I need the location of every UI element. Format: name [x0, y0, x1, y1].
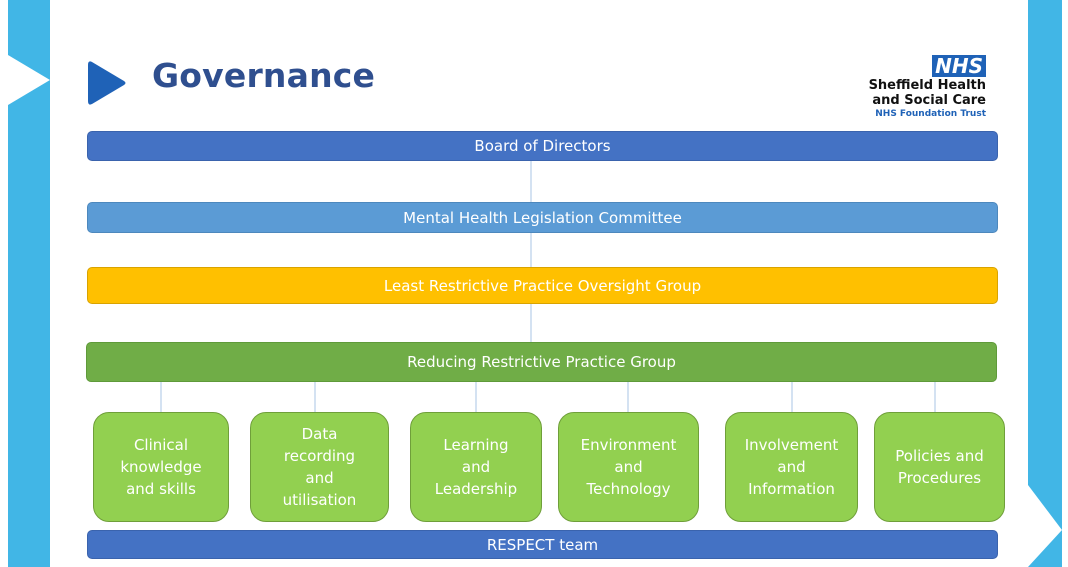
workstream-clinical-knowledge: Clinical knowledge and skills: [93, 412, 229, 522]
workstream-policies-procedures: Policies and Procedures: [874, 412, 1005, 522]
logo-line-2: and Social Care: [872, 93, 986, 108]
logo-line-3: NHS Foundation Trust: [875, 109, 986, 119]
board-of-directors-bar: Board of Directors: [87, 131, 998, 161]
right-edge-decoration: [1028, 0, 1062, 567]
logo-line-1: Sheffield Health: [868, 78, 986, 93]
workstream-learning-leadership: Learning and Leadership: [410, 412, 542, 522]
least-restrictive-practice-oversight-group-bar: Least Restrictive Practice Oversight Gro…: [87, 267, 998, 304]
workstream-involvement-information: Involvement and Information: [725, 412, 858, 522]
page-title: Governance: [152, 56, 376, 95]
title-arrow-icon: [88, 61, 126, 105]
mental-health-legislation-committee-bar: Mental Health Legislation Committee: [87, 202, 998, 233]
workstream-environment-technology: Environment and Technology: [558, 412, 699, 522]
nhs-logo: NHS Sheffield Health and Social Care NHS…: [861, 55, 986, 120]
nhs-logo-mark: NHS: [932, 55, 986, 77]
left-edge-decoration: [8, 0, 50, 567]
respect-team-bar: RESPECT team: [87, 530, 998, 559]
workstream-data-recording: Data recording and utilisation: [250, 412, 389, 522]
reducing-restrictive-practice-group-bar: Reducing Restrictive Practice Group: [86, 342, 997, 382]
